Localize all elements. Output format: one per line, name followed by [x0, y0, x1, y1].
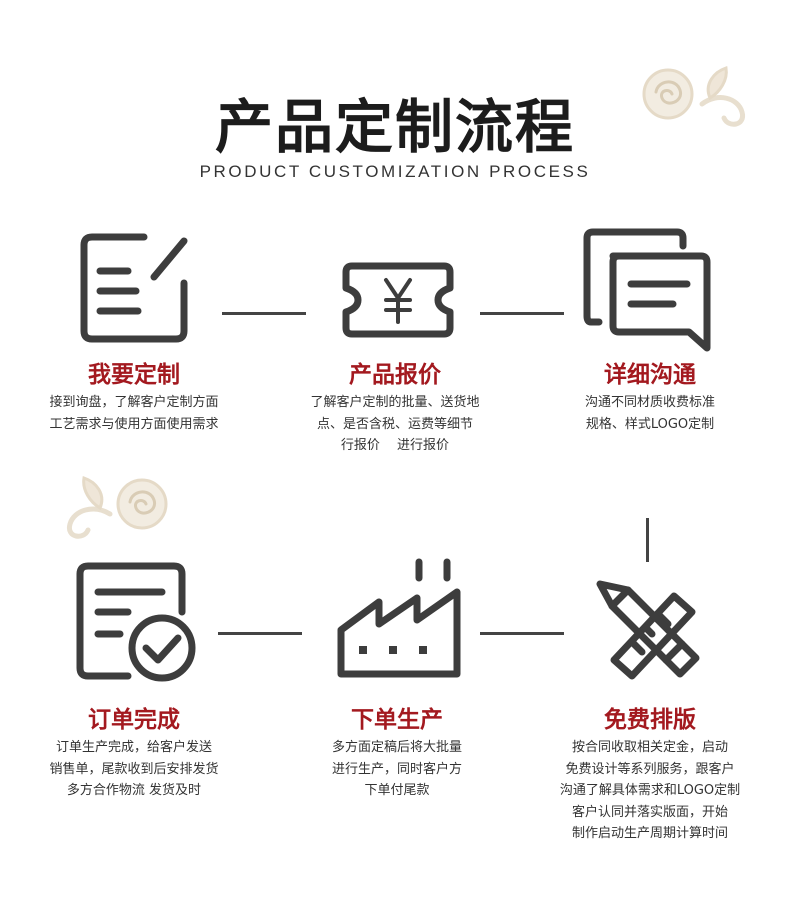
connector-line [480, 312, 564, 315]
step-title: 订单完成 [88, 707, 180, 733]
step-description: 按合同收取相关定金，启动 免费设计等系列服务，跟客户 沟通了解具体需求和LOGO… [559, 740, 741, 841]
pencil-ruler-icon [594, 578, 706, 684]
edit-document-icon [80, 233, 192, 345]
step-title: 下单生产 [351, 707, 443, 733]
yuan-ticket-icon [342, 262, 454, 338]
connector-line [218, 632, 302, 635]
rose-decoration-top-right-icon [640, 62, 755, 137]
step-title: 我要定制 [88, 362, 180, 388]
step-description: 沟通不同材质收费标准 规格、样式LOGO定制 [584, 395, 715, 432]
connector-line-vertical [646, 518, 649, 562]
factory-icon [335, 558, 465, 682]
rose-decoration-middle-left-icon [58, 474, 173, 549]
page-subtitle: PRODUCT CUSTOMIZATION PROCESS [199, 162, 591, 181]
step-title: 免费排版 [604, 707, 696, 733]
step-description: 接到询盘，了解客户定制方面 工艺需求与使用方面使用需求 [49, 395, 219, 432]
checked-document-icon [76, 562, 200, 684]
step-description: 多方面定稿后将大批量 进行生产，同时客户方 下单付尾款 [331, 740, 462, 798]
connector-line [222, 312, 306, 315]
page-title: 产品定制流程 [214, 93, 575, 161]
step-description: 了解客户定制的批量、送货地 点、是否含税、运费等细节 行报价 进行报价 [310, 395, 480, 453]
step-title: 产品报价 [349, 362, 441, 388]
chat-bubbles-icon [583, 228, 713, 356]
step-title: 详细沟通 [604, 362, 696, 388]
step-description: 订单生产完成，给客户发送 销售单，尾款收到后安排发货 多方合作物流 发货及时 [49, 740, 219, 798]
connector-line [480, 632, 564, 635]
